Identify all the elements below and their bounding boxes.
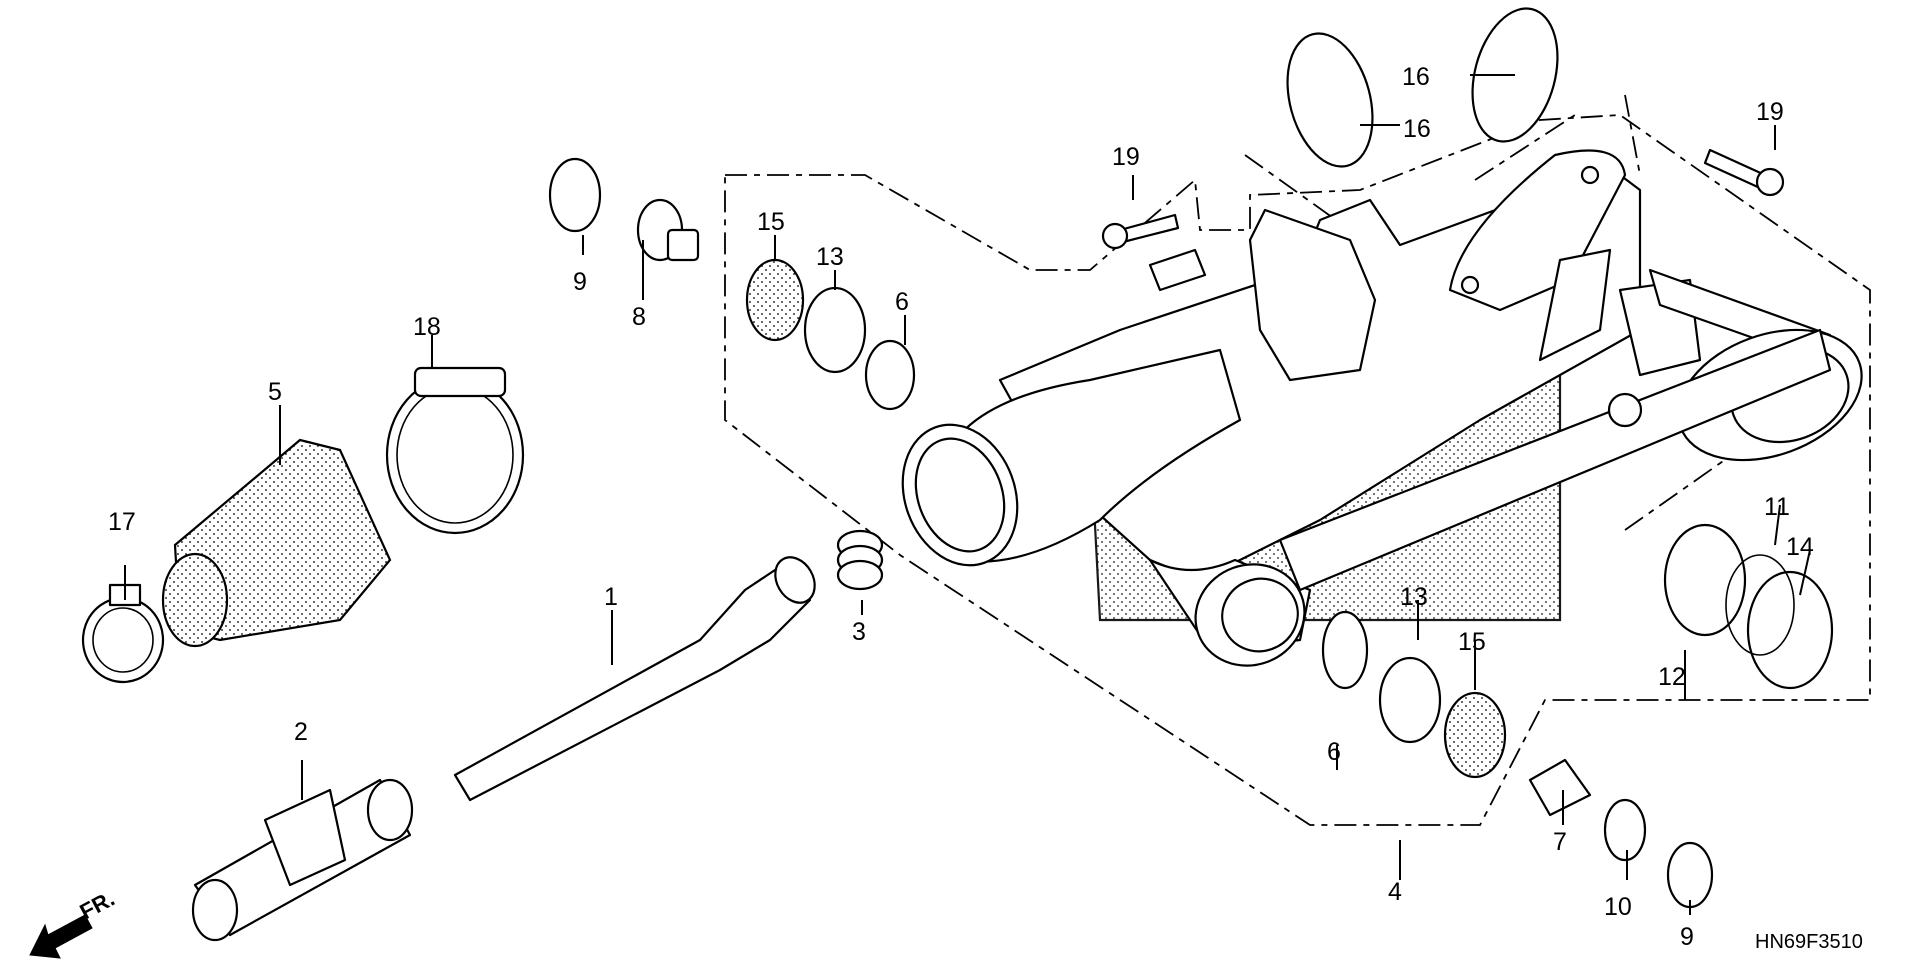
callout-19-left: 19 [1112, 143, 1140, 171]
o-rings [1286, 7, 1559, 168]
boot [161, 438, 392, 648]
right-small-parts [1321, 523, 1834, 909]
callout-9-bottom: 9 [1680, 923, 1694, 951]
callout-16-right: 16 [1402, 63, 1430, 91]
callout-2: 2 [294, 718, 308, 746]
callout-6-top: 6 [895, 288, 909, 316]
swing-arm [901, 149, 1863, 667]
callout-15-bottom: 15 [1458, 628, 1486, 656]
callout-9-top: 9 [573, 268, 587, 296]
callout-7: 7 [1553, 828, 1567, 856]
callout-6-bottom: 6 [1327, 738, 1341, 766]
drive-shaft [453, 556, 816, 802]
callout-10: 10 [1604, 893, 1632, 921]
bolts [1101, 148, 1785, 250]
callout-5: 5 [268, 378, 282, 406]
ring-outline [1244, 94, 1811, 531]
callout-15-top: 15 [757, 208, 785, 236]
callout-16-left: 16 [1403, 115, 1431, 143]
boot-clamp-small [81, 583, 165, 684]
top-small-parts [548, 157, 916, 411]
front-arrow-icon [29, 914, 93, 959]
callout-3: 3 [852, 618, 866, 646]
diagram-code: HN69F3510 [1755, 931, 1863, 953]
front-direction-marker: FR. [29, 886, 119, 959]
callout-8: 8 [632, 303, 646, 331]
boot-clamp-large [385, 366, 525, 535]
callout-12: 12 [1658, 663, 1686, 691]
universal-joint [191, 778, 414, 942]
leader-lines [124, 74, 1811, 915]
callout-1: 1 [604, 583, 618, 611]
assembly-outline [724, 114, 1871, 826]
callout-18: 18 [413, 313, 441, 341]
callout-14: 14 [1786, 533, 1814, 561]
callout-11: 11 [1764, 493, 1790, 521]
callout-4: 4 [1388, 878, 1402, 906]
callout-13-top: 13 [816, 243, 844, 271]
spring [836, 529, 884, 591]
callout-13-bottom: 13 [1400, 583, 1428, 611]
callout-19-right: 19 [1756, 98, 1784, 126]
callout-17: 17 [108, 508, 136, 536]
